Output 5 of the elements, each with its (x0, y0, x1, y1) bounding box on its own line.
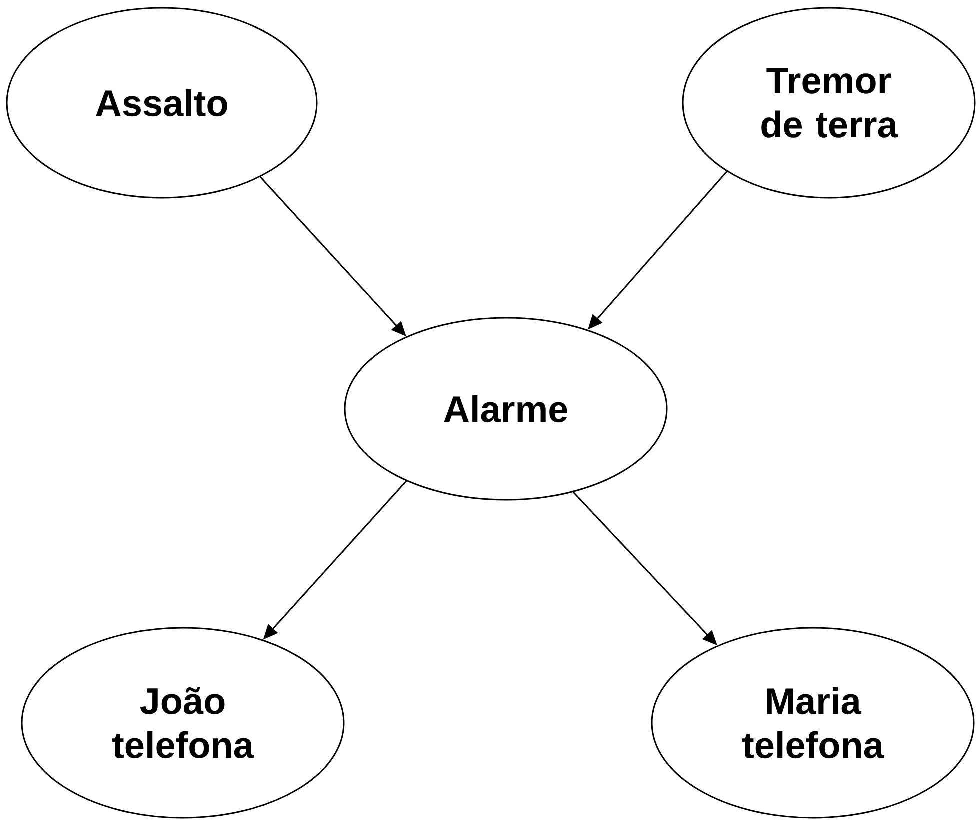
ellipse-node: Tremor de terra (682, 7, 976, 199)
ellipse-node: Assalto (6, 7, 318, 199)
ellipse-node: Alarme (344, 317, 668, 501)
ellipse-node: João telefona (21, 627, 345, 819)
ellipse-node: Maria telefona (651, 627, 975, 819)
